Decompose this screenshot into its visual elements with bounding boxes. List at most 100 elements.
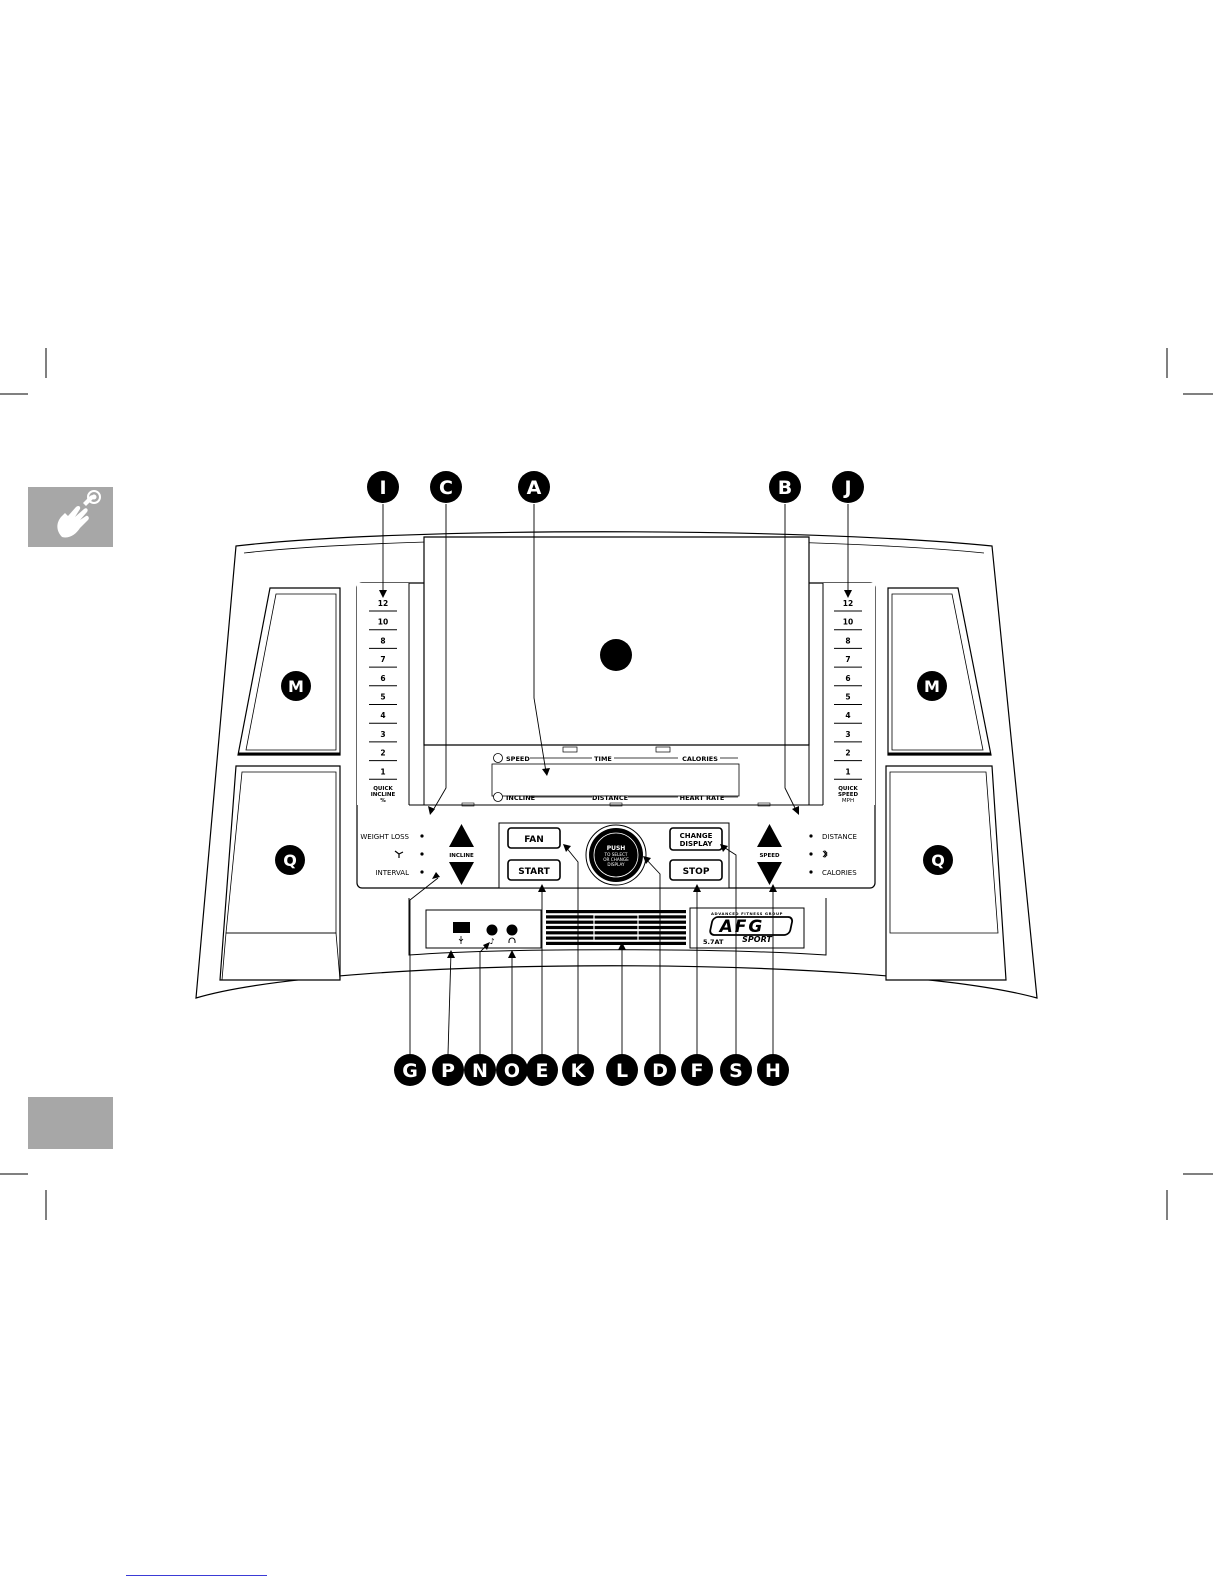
left-scale-value[interactable]: 4 (380, 711, 385, 720)
callout-m-left: M (288, 677, 304, 696)
change-display-label-1: CHANGE (680, 832, 713, 840)
usb-icon (458, 936, 464, 944)
speed-up-button[interactable] (757, 824, 782, 847)
right-lower-pad (885, 765, 1007, 981)
speed-down-button[interactable] (757, 862, 782, 885)
right-scale-value[interactable]: 12 (843, 599, 853, 608)
footer-link-underline[interactable] (126, 1575, 267, 1576)
model-number: 5.7AT (703, 938, 724, 946)
right-scale-value[interactable]: 4 (845, 711, 850, 720)
left-scale-value[interactable]: 2 (380, 749, 385, 758)
right-scale-value[interactable]: 6 (845, 674, 850, 683)
quick-incline-caption-3: % (380, 798, 386, 804)
right-scale-value[interactable]: 5 (845, 693, 850, 702)
incline-down-button[interactable] (449, 862, 474, 885)
left-scale-value[interactable]: 1 (380, 767, 385, 776)
left-scale-value[interactable]: 10 (378, 618, 388, 627)
callout-l: L (616, 1060, 628, 1082)
incline-label: INCLINE (449, 853, 474, 859)
display-label-speed: SPEED (506, 755, 530, 763)
callout-q-left: Q (283, 851, 297, 870)
start-button[interactable]: START (507, 859, 561, 881)
grille-slat (546, 936, 686, 940)
callout-j: J (842, 477, 851, 499)
speed-label: SPEED (759, 853, 780, 859)
camera-dot (600, 639, 632, 671)
callout-f-circle (681, 1054, 713, 1086)
grille-slat (546, 910, 686, 914)
display-label-time: TIME (594, 755, 612, 763)
fan-button[interactable]: FAN (507, 827, 561, 849)
incline-up-button[interactable] (449, 824, 474, 847)
callout-b-circle (769, 471, 801, 503)
audio-in-port[interactable] (486, 924, 498, 936)
fan-button-label: FAN (524, 835, 544, 845)
speed-indicator-icon (493, 753, 503, 763)
side-tab-blank (28, 1097, 113, 1149)
headphone-port[interactable] (506, 924, 518, 936)
knob-label-3: OR CHANGE (603, 857, 629, 862)
right-scale-value[interactable]: 2 (845, 749, 850, 758)
callout-e-circle (526, 1054, 558, 1086)
left-scale-value[interactable]: 8 (380, 636, 385, 645)
right-scale-value[interactable]: 3 (845, 730, 850, 739)
callout-s: S (729, 1060, 743, 1082)
callout-h: H (765, 1060, 781, 1082)
quick-incline-caption-2: INCLINE (371, 792, 396, 798)
display-label-heart-rate: HEART RATE (680, 794, 725, 802)
crop-marks (0, 348, 1213, 1220)
quick-incline-caption-1: QUICK (373, 786, 393, 792)
left-scale-value[interactable]: 7 (380, 655, 385, 664)
fan-icon (394, 850, 404, 858)
display-label-calories: CALORIES (682, 755, 718, 763)
brand-panel: ADVANCED FITNESS GROUP AFG SPORT 5.7AT (689, 907, 805, 949)
callout-n: N (472, 1060, 488, 1082)
left-scale-value[interactable]: 3 (380, 730, 385, 739)
right-scale-value[interactable]: 7 (845, 655, 850, 664)
callout-f: F (691, 1060, 704, 1082)
stop-button[interactable]: STOP (669, 859, 723, 881)
incline-control: INCLINE (449, 824, 474, 885)
side-tab-hand (28, 487, 113, 547)
callout-g: G (402, 1060, 418, 1082)
left-scale-value[interactable]: 12 (378, 599, 388, 608)
grille-slat (546, 931, 686, 935)
callout-g-circle (394, 1054, 426, 1086)
right-scale-value[interactable]: 8 (845, 636, 850, 645)
right-scale-value[interactable]: 10 (843, 618, 853, 627)
stop-button-label: STOP (683, 867, 710, 877)
change-display-button[interactable]: CHANGE DISPLAY (669, 827, 723, 851)
hand-pointer-icon (57, 490, 101, 538)
callout-s-circle (720, 1054, 752, 1086)
callout-j-circle (832, 471, 864, 503)
callout-m-right: M (924, 677, 940, 696)
callout-o: O (504, 1060, 520, 1082)
incline-indicator-icon (493, 792, 503, 802)
left-lower-pad (219, 765, 341, 981)
speaker-grille (546, 910, 686, 945)
callout-n-circle (464, 1054, 496, 1086)
right-scale-value[interactable]: 1 (845, 767, 850, 776)
select-knob[interactable]: PUSH TO SELECT OR CHANGE DISPLAY (585, 824, 647, 886)
callout-q-right: Q (931, 851, 945, 870)
callout-i: I (379, 477, 386, 499)
grille-slat (546, 925, 686, 930)
usb-port[interactable] (453, 922, 470, 933)
callout-d-circle (644, 1054, 676, 1086)
callout-k: K (571, 1060, 587, 1082)
callout-a: A (527, 477, 542, 499)
quick-incline-scale: 12 10 8 7 6 5 4 3 2 1 (369, 599, 397, 780)
left-scale-value[interactable]: 6 (380, 674, 385, 683)
right-upper-pad (887, 587, 992, 756)
left-scale-value[interactable]: 5 (380, 693, 385, 702)
bluetooth-icon (822, 849, 828, 859)
brand-sub: SPORT (742, 935, 772, 944)
callout-c-circle (430, 471, 462, 503)
program-weight-loss: WEIGHT LOSS (360, 833, 409, 841)
knob-label-4: DISPLAY (607, 862, 625, 867)
start-button-label: START (518, 867, 550, 877)
pad-callouts: M Q M Q (275, 671, 953, 875)
